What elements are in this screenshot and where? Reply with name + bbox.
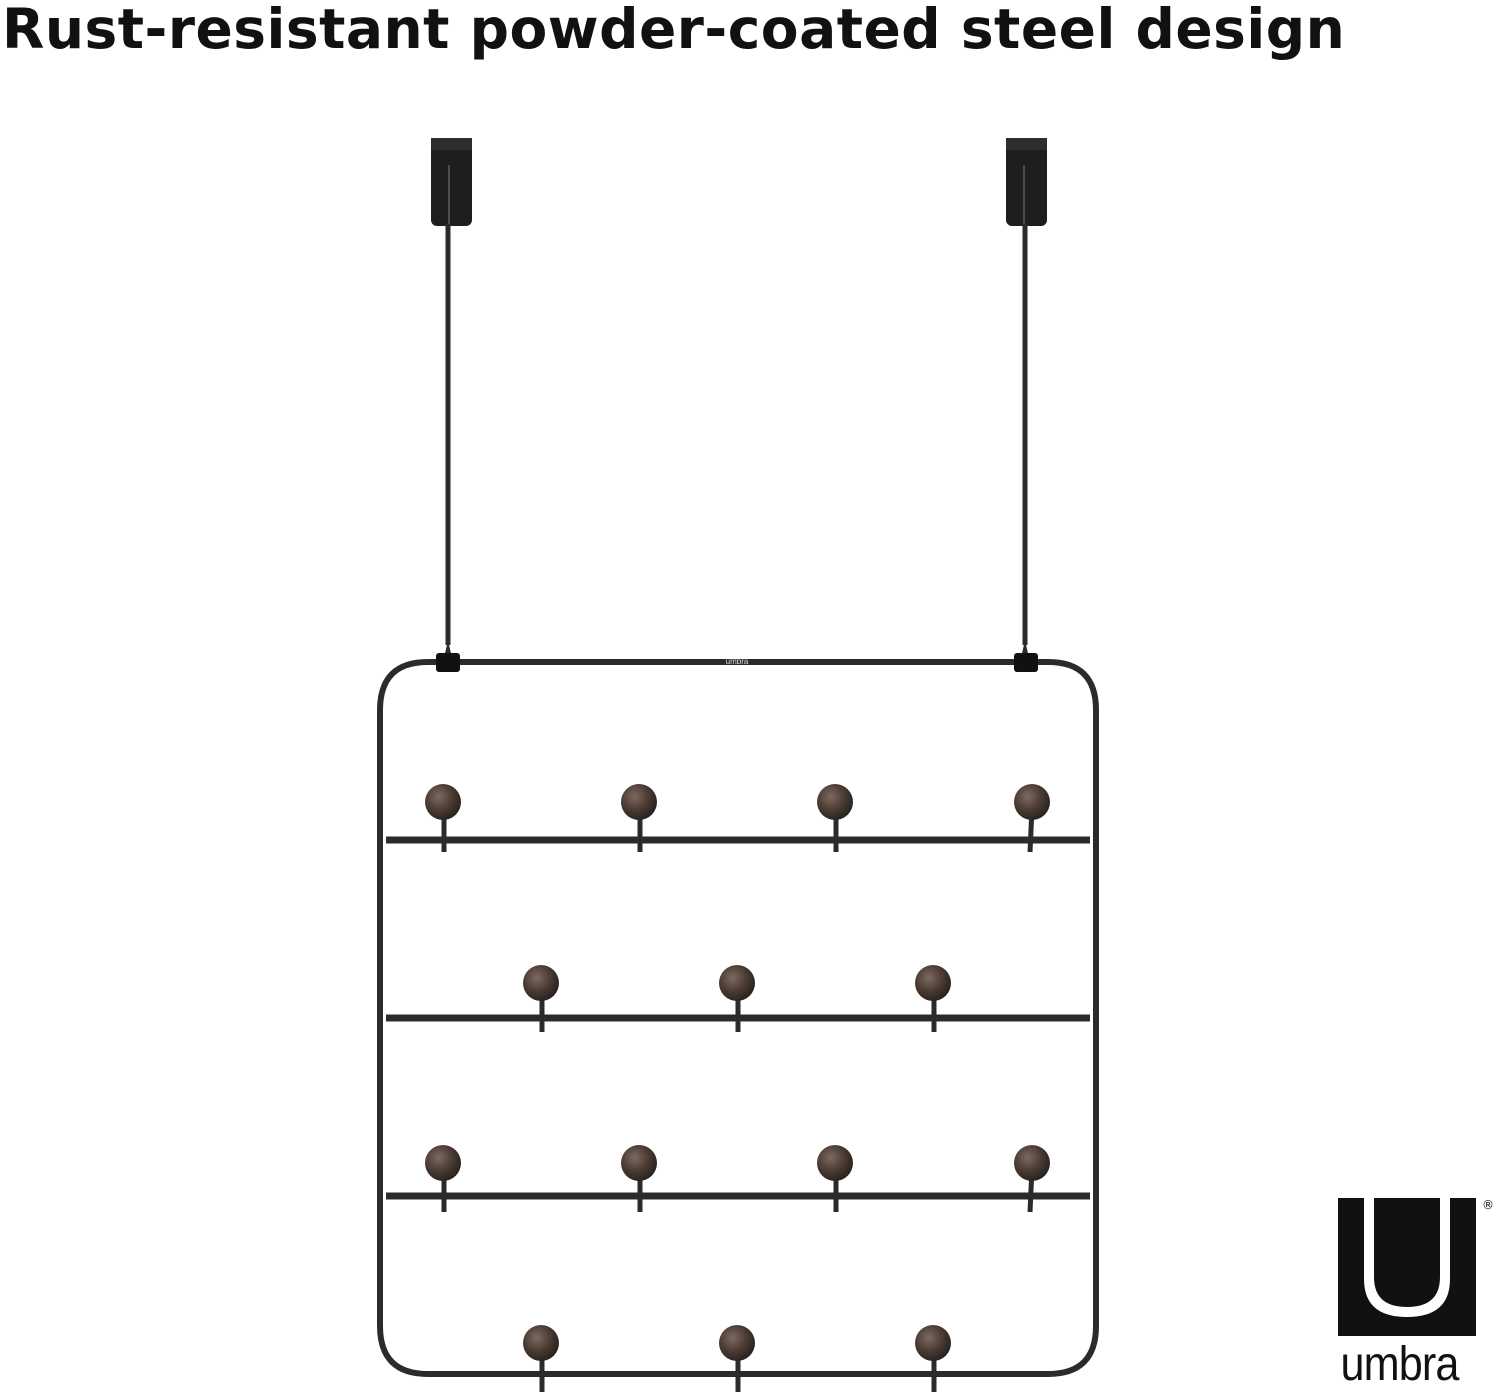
hook xyxy=(523,965,559,1032)
hook-row-2 xyxy=(523,965,951,1032)
hook xyxy=(915,1325,951,1392)
hook xyxy=(621,784,657,852)
hook xyxy=(425,784,461,852)
registered-mark: ® xyxy=(1482,1198,1494,1212)
hook xyxy=(817,784,853,852)
hook xyxy=(719,965,755,1032)
headline: Rust-resistant powder-coated steel desig… xyxy=(2,0,1346,61)
brand-wordmark: umbra xyxy=(1340,1338,1460,1391)
hook xyxy=(817,1145,853,1212)
hook xyxy=(1014,1145,1050,1213)
rack-frame xyxy=(377,659,1099,1377)
hook xyxy=(621,1145,657,1212)
hook-row-1 xyxy=(425,784,1050,853)
frame-engraving: umbra xyxy=(726,657,749,666)
hook xyxy=(915,965,951,1032)
hook xyxy=(719,1325,755,1392)
door-bracket-right xyxy=(1006,138,1047,226)
hook-row-3 xyxy=(425,1145,1050,1213)
hook-row-4 xyxy=(523,1325,951,1392)
hook xyxy=(523,1325,559,1392)
door-bracket-left xyxy=(431,138,472,226)
hook xyxy=(1014,784,1050,853)
hook xyxy=(425,1145,461,1212)
umbra-logo: ® umbra xyxy=(1336,1197,1500,1398)
logo-u-shape xyxy=(1364,1198,1450,1317)
